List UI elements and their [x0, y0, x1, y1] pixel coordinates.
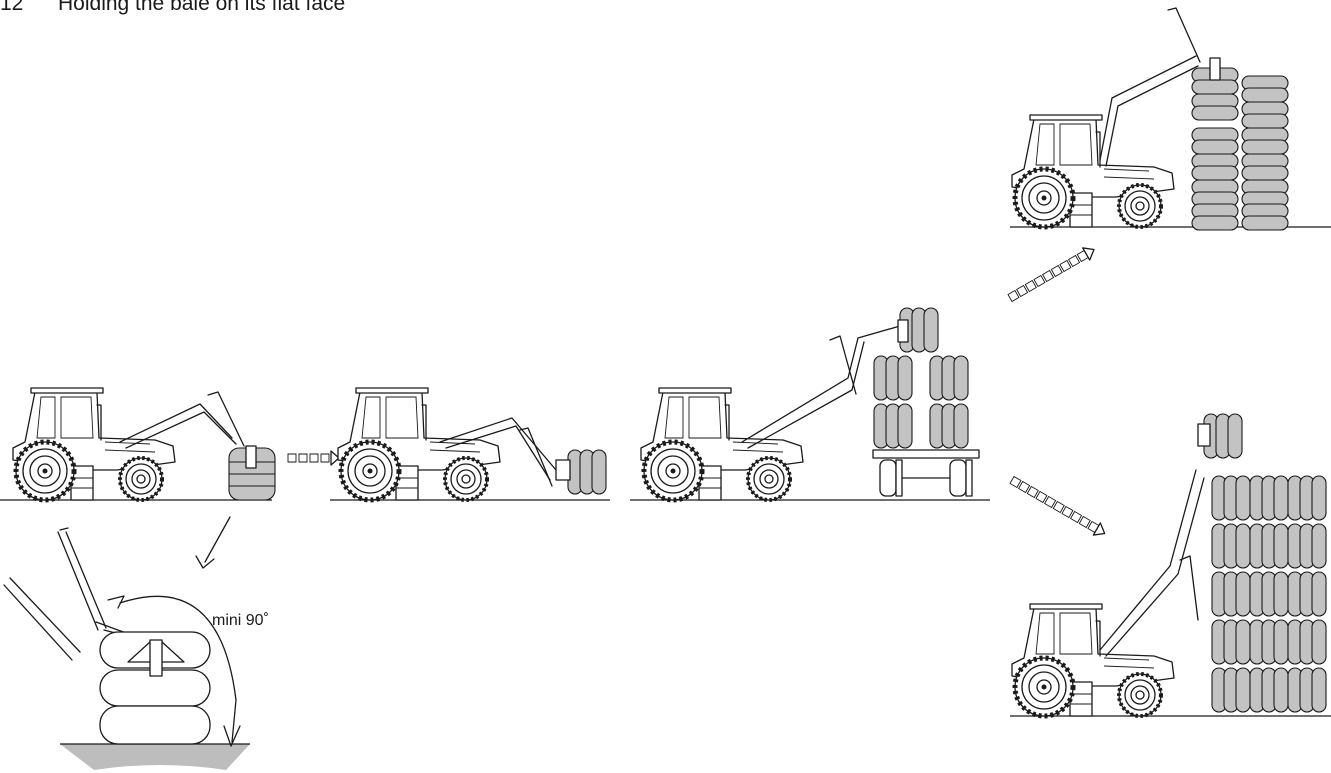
- step4b-scene: [1010, 413, 1331, 717]
- tractor-icon: [1012, 115, 1174, 227]
- dashed-arrow-icon: [1007, 247, 1095, 303]
- heading-text: Holding the bale on its flat face: [58, 0, 346, 15]
- rotation-arrow-icon: [119, 595, 237, 743]
- step2-scene: [330, 388, 610, 501]
- bale-icon: [1203, 413, 1327, 713]
- tractor-icon: [13, 388, 175, 500]
- loader-arm: [119, 403, 233, 443]
- bale-icon: [228, 445, 276, 501]
- step1-scene: [0, 388, 276, 501]
- tractor-icon: [1012, 604, 1174, 716]
- dashed-arrow-icon: [1009, 475, 1106, 536]
- bale-icon: [567, 449, 607, 495]
- bale-icon: [1191, 67, 1289, 231]
- tractor-icon: [641, 388, 803, 500]
- down-arrow-icon: [195, 555, 215, 569]
- trailer-icon: [872, 449, 980, 497]
- dashed-arrow-icon: [287, 450, 340, 466]
- tractor-icon: [338, 388, 500, 500]
- angle-label: mini 90˚: [212, 612, 269, 629]
- step3-scene: [630, 307, 990, 501]
- page-heading: 12 Holding the bale on its flat face: [0, 0, 345, 16]
- step4a-scene: [1010, 7, 1331, 231]
- rotation-detail: [3, 516, 250, 770]
- heading-number: 12: [0, 0, 24, 15]
